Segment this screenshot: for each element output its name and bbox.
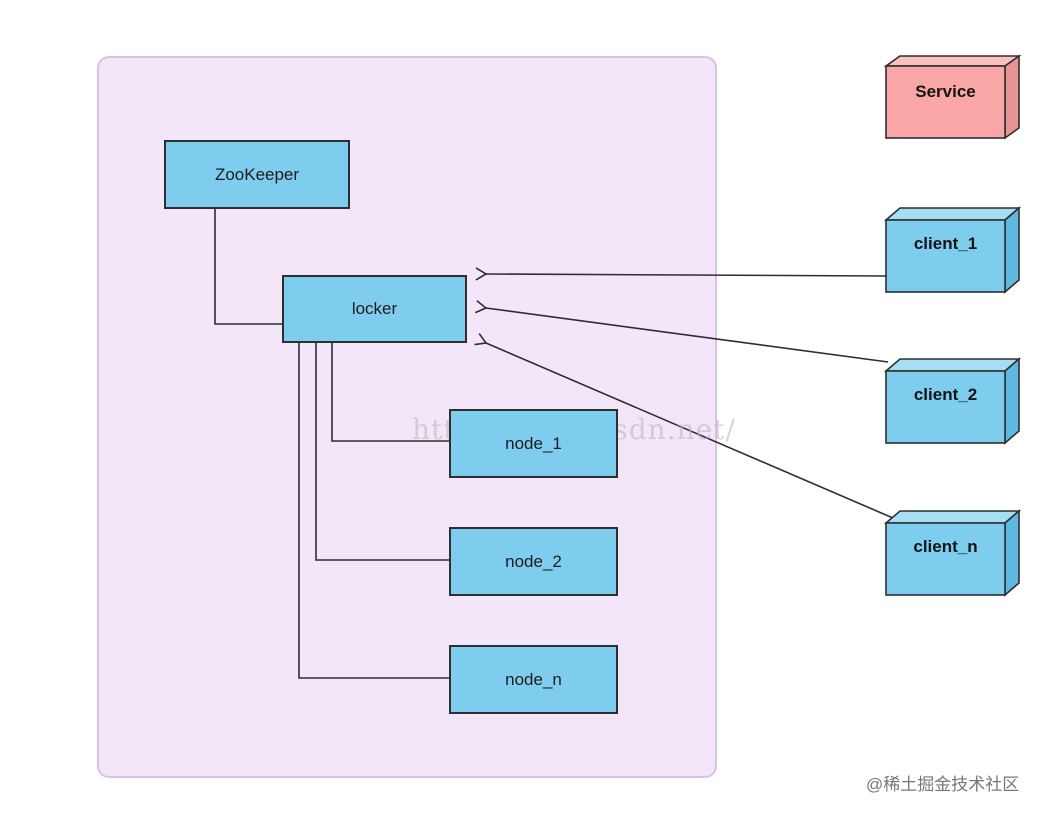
client-2-label: client_2 — [913, 385, 978, 404]
zookeeper-label: ZooKeeper — [214, 164, 300, 184]
node-1: node_1 — [449, 409, 618, 478]
client-n-cube — [883, 509, 1022, 597]
locker-node: locker — [282, 275, 467, 343]
locker-label: locker — [351, 299, 398, 318]
footer-watermark: @稀土掘金技术社区 — [866, 775, 1020, 794]
service-cube — [883, 54, 1022, 140]
node-n: node_n — [449, 645, 618, 714]
node-2-label: node_2 — [505, 551, 562, 571]
service-label: Service — [915, 82, 976, 101]
client-1-cube — [883, 206, 1022, 294]
client-1-label: client_1 — [913, 234, 978, 253]
node-2: node_2 — [449, 527, 618, 596]
node-n-label: node_n — [505, 669, 562, 689]
client-n-label: client_n — [913, 537, 978, 556]
client-2-cube — [883, 357, 1022, 445]
node-1-label: node_1 — [505, 433, 562, 453]
zookeeper-node: ZooKeeper — [164, 140, 350, 209]
